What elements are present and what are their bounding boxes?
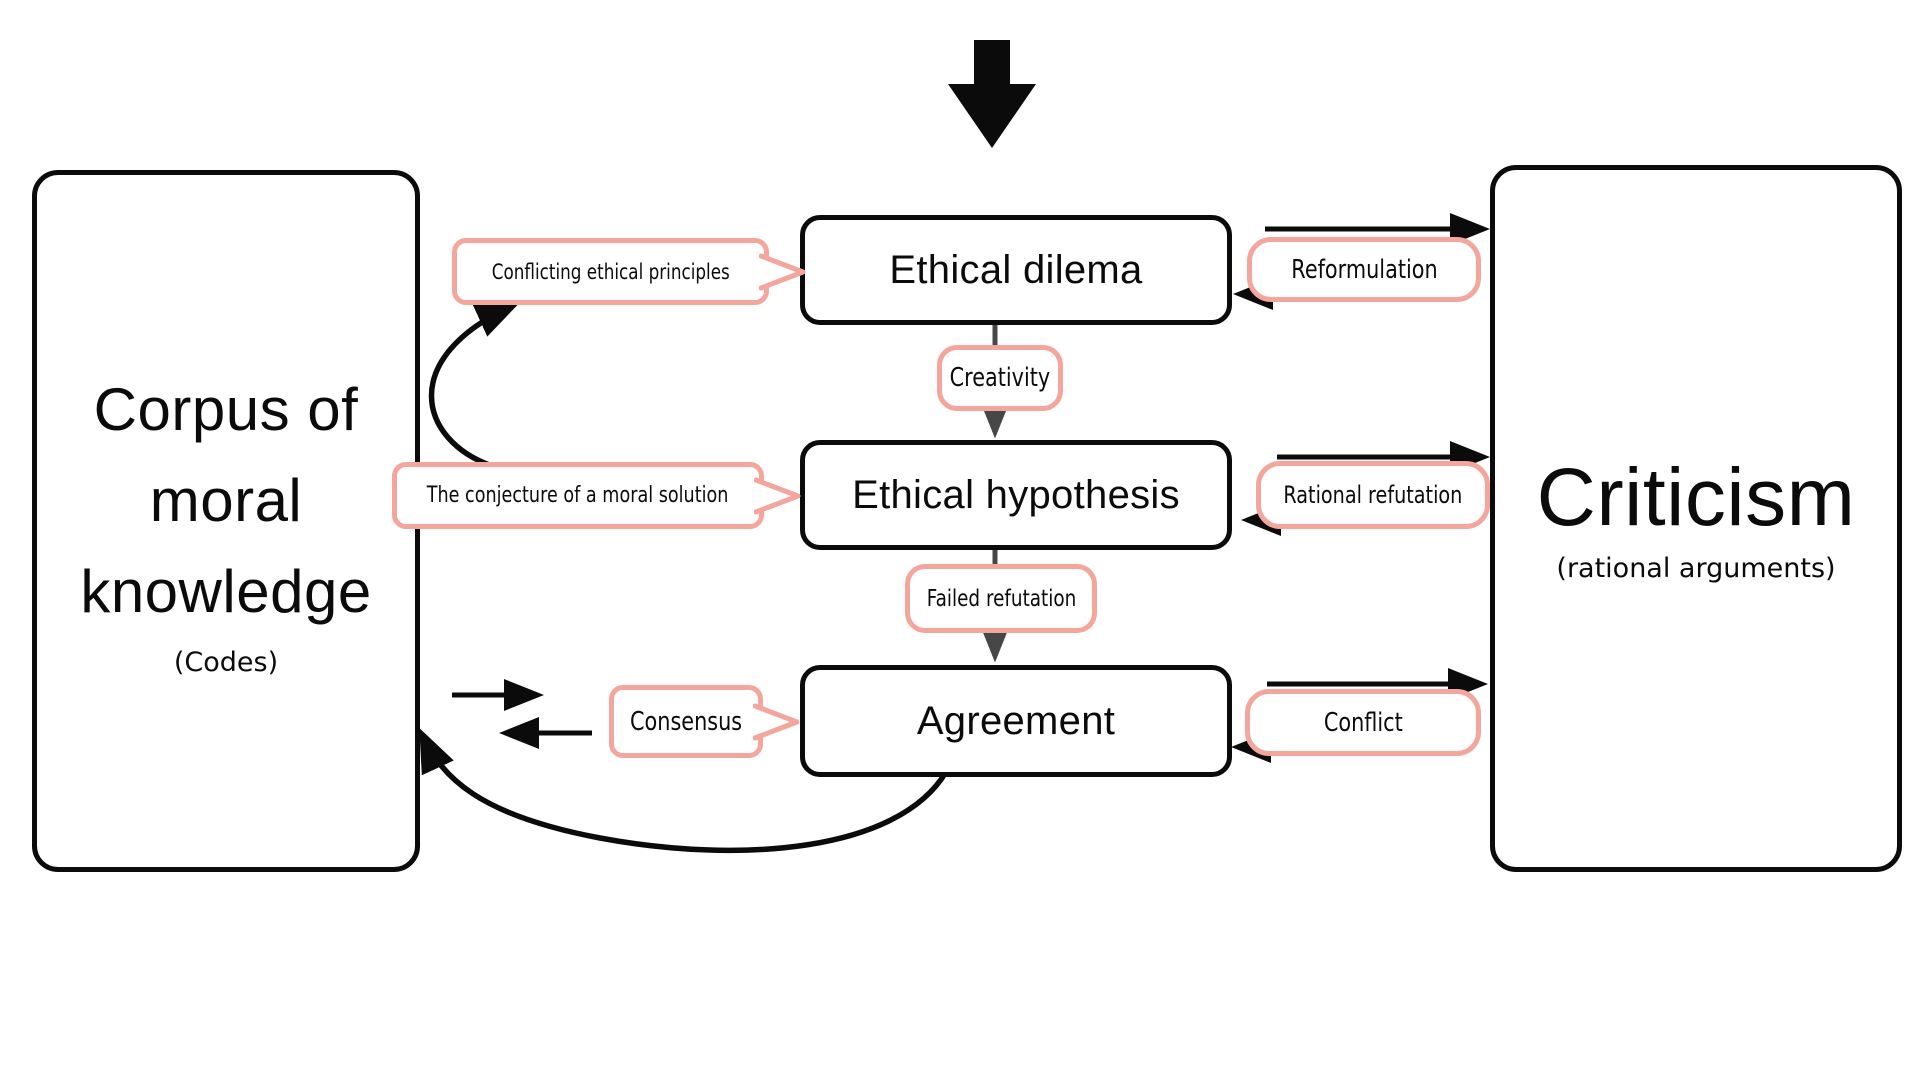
conflict-text: Conflict	[1323, 707, 1403, 738]
rational-refutation-label: Rational refutation	[1256, 461, 1490, 529]
entry-arrow-icon	[948, 40, 1036, 148]
corpus-box: Corpus of moral knowledge (Codes)	[32, 170, 420, 872]
callout-tail-icon	[754, 477, 801, 514]
arrow-conjecture-to-conflicting	[428, 302, 521, 469]
conjecture-callout: The conjecture of a moral solution	[392, 462, 801, 529]
conflicting-principles-text: Conflicting ethical principles	[491, 259, 730, 284]
failed-refutation-text: Failed refutation	[926, 585, 1076, 612]
agreement-box: Agreement	[800, 665, 1232, 777]
consensus-text: Consensus	[629, 706, 743, 737]
ethical-hypothesis-box: Ethical hypothesis	[800, 440, 1232, 550]
reformulation-label: Reformulation	[1247, 237, 1481, 302]
ethical-hypothesis-label: Ethical hypothesis	[852, 472, 1180, 517]
arrow-agreement-to-corpus	[419, 728, 949, 854]
consensus-callout: Consensus	[609, 685, 800, 758]
criticism-title: Criticism	[1536, 451, 1856, 543]
creativity-label: Creativity	[937, 345, 1063, 411]
conflict-label: Conflict	[1245, 689, 1481, 756]
criticism-box: Criticism (rational arguments)	[1490, 165, 1902, 872]
conflicting-principles-callout: Conflicting ethical principles	[452, 238, 806, 305]
ethical-dilemma-label: Ethical dilema	[889, 247, 1143, 292]
creativity-text: Creativity	[949, 363, 1051, 393]
callout-tail-icon	[753, 703, 800, 740]
callout-tail-icon	[759, 253, 806, 290]
corpus-subtitle: (Codes)	[173, 647, 279, 679]
corpus-title: Corpus of moral knowledge	[80, 375, 372, 626]
ethical-dilemma-box: Ethical dilema	[800, 215, 1232, 325]
reformulation-text: Reformulation	[1290, 254, 1438, 285]
rational-refutation-text: Rational refutation	[1283, 481, 1463, 509]
criticism-subtitle: (rational arguments)	[1556, 553, 1836, 585]
failed-refutation-label: Failed refutation	[905, 564, 1097, 633]
agreement-label: Agreement	[916, 698, 1116, 743]
conjecture-text: The conjecture of a moral solution	[427, 483, 729, 508]
